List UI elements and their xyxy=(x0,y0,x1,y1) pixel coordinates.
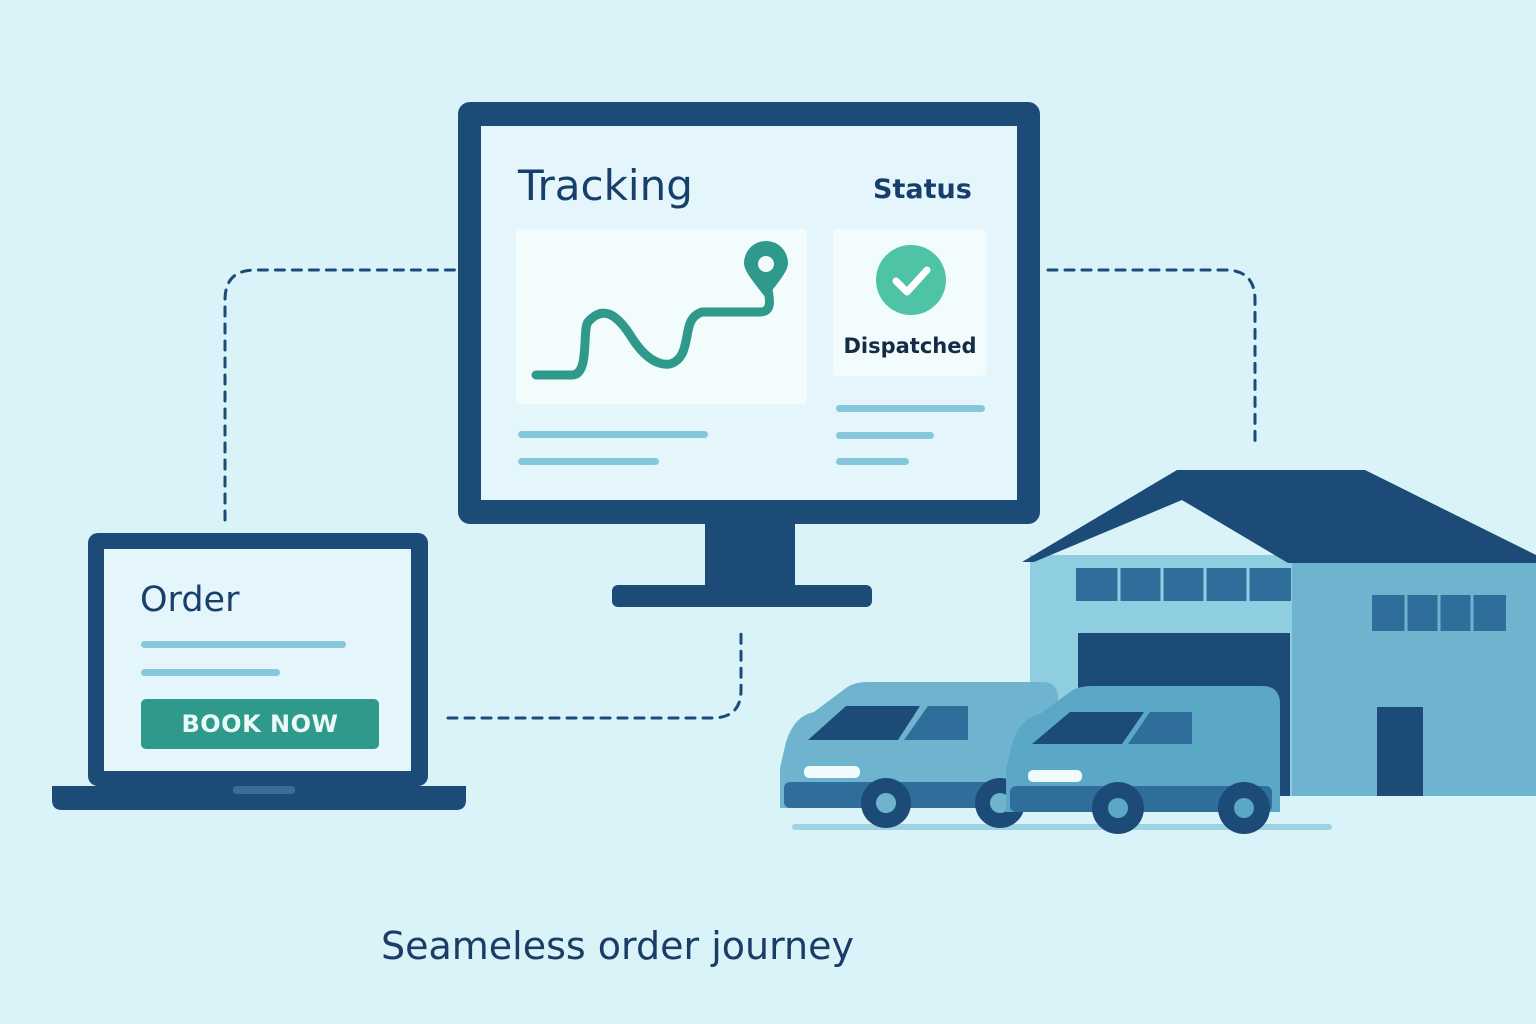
connector-monitor-warehouse xyxy=(1046,268,1257,449)
laptop xyxy=(52,533,466,810)
connector-laptop-monitor xyxy=(223,268,457,522)
caption: Seameless order journey xyxy=(381,924,854,968)
desktop-monitor xyxy=(458,102,1040,607)
route-line xyxy=(531,285,775,380)
delivery-van-right xyxy=(1006,686,1280,834)
book-now-button[interactable]: BOOK NOW xyxy=(141,699,379,749)
order-title: Order xyxy=(140,580,240,620)
tracking-title: Tracking xyxy=(518,161,693,210)
delivery-van-left xyxy=(780,682,1058,828)
placeholder-lines xyxy=(518,405,985,465)
status-title: Status xyxy=(873,174,972,205)
dashed-connectors xyxy=(223,268,1257,720)
location-pin-icon xyxy=(744,241,788,298)
ground-shadow xyxy=(792,824,1332,830)
check-circle-icon xyxy=(876,245,946,315)
warehouse xyxy=(1022,470,1536,796)
connector-laptop-bottom xyxy=(446,628,743,720)
status-value: Dispatched xyxy=(843,334,977,358)
